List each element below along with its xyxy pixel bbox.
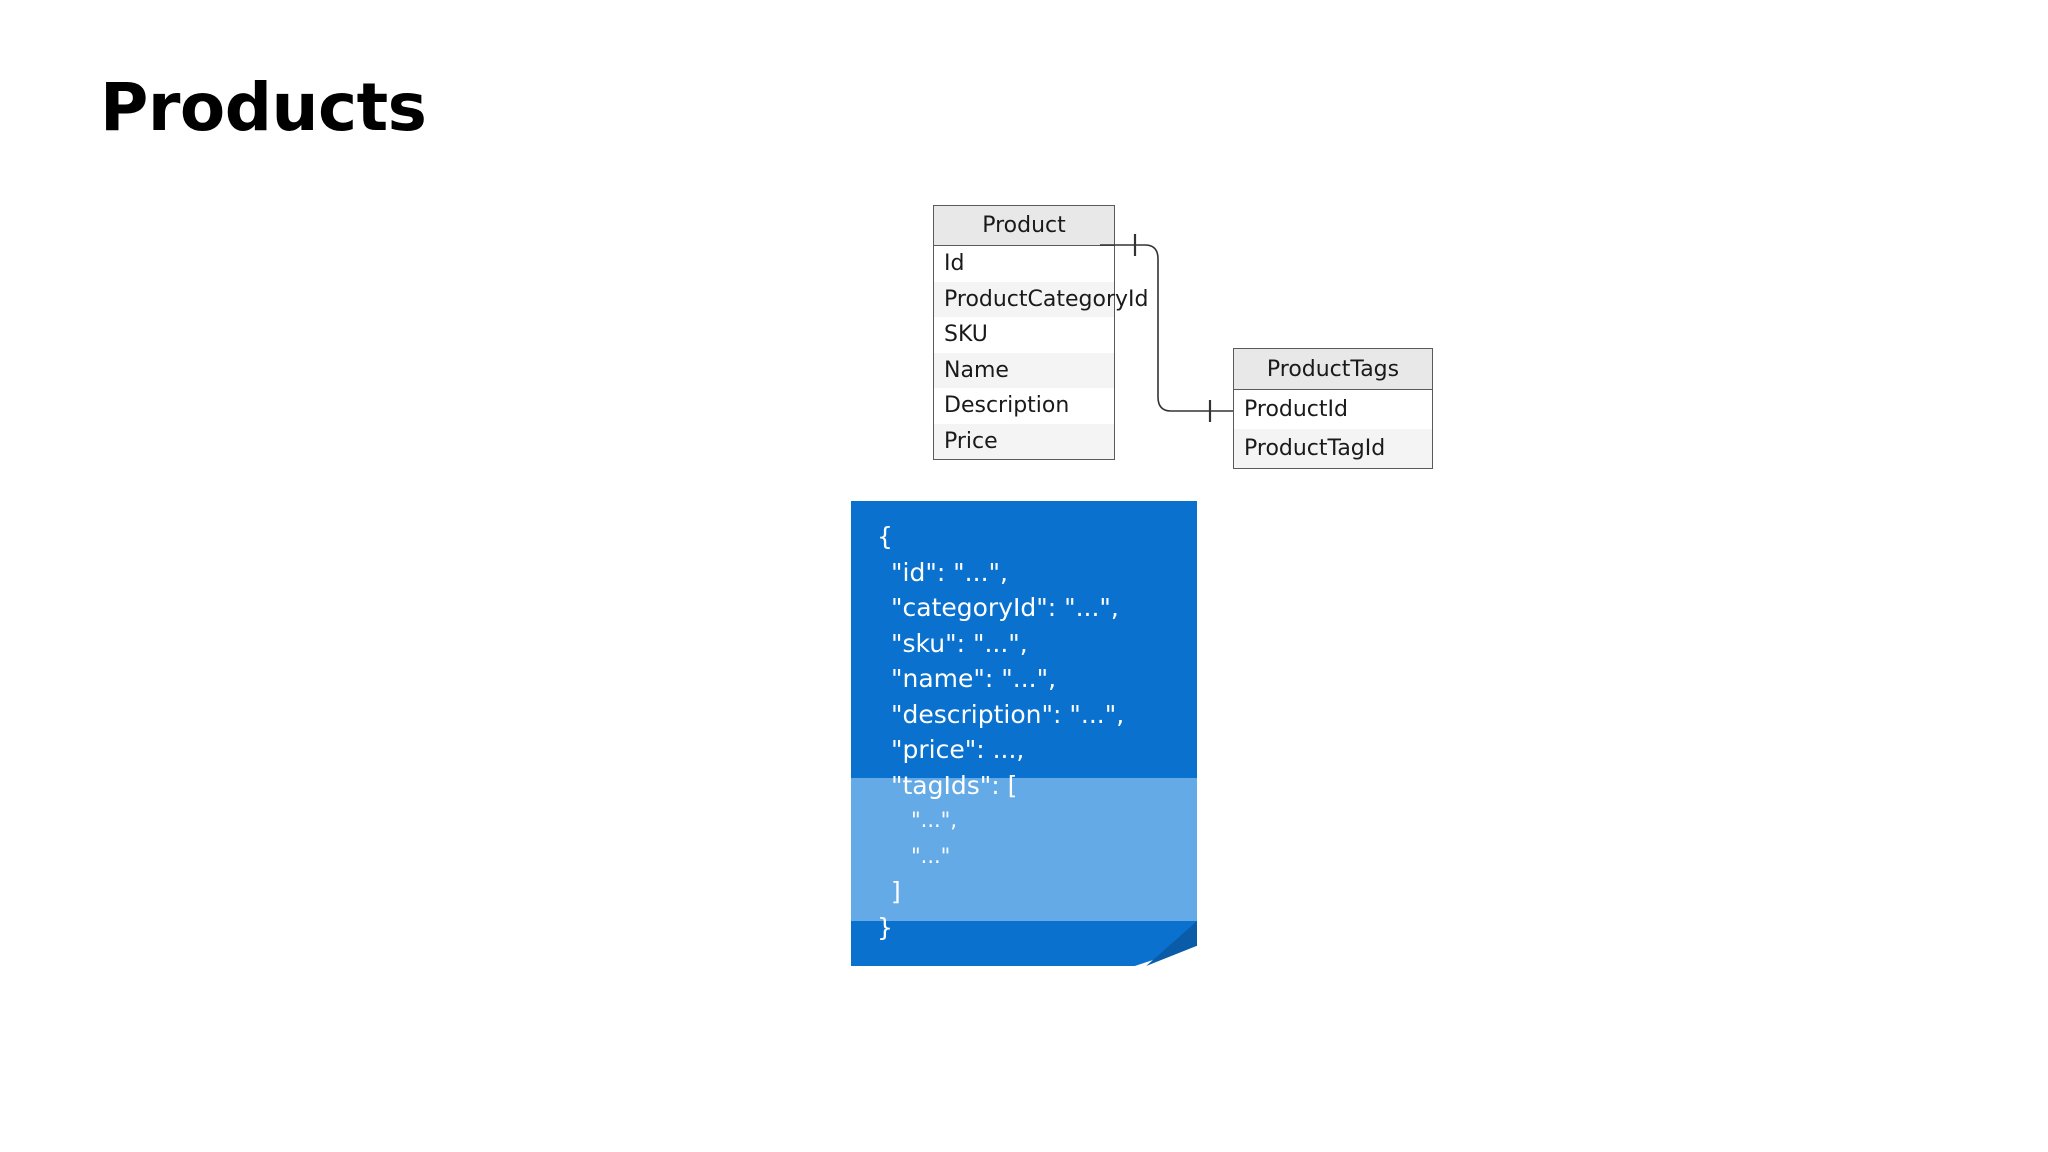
json-code-line: "description": "...", (891, 699, 1125, 729)
page-title: Products (100, 69, 427, 146)
json-code-line: "price": ..., (891, 735, 1025, 764)
entity-column-row: Name (934, 352, 1114, 388)
json-card-highlight-band (851, 778, 1197, 921)
json-card-background-bottom (851, 921, 1197, 966)
entity-column-row: ProductId (1234, 390, 1432, 429)
entity-column-row: ProductTagId (1234, 429, 1432, 468)
json-code-line: "sku": "...", (891, 628, 1028, 658)
entity-column-row: ProductCategoryId (934, 281, 1148, 317)
json-code-line: "tagIds": [ (891, 770, 1018, 800)
entity-table-product-header: Product (934, 206, 1114, 246)
json-code-line: { (877, 522, 893, 551)
entity-column-row: Description (934, 388, 1114, 424)
entity-table-producttags[interactable]: ProductTags ProductId ProductTagId (1233, 348, 1433, 469)
json-code-line: "name": "...", (891, 664, 1057, 693)
entity-column-row: Price (934, 423, 1114, 459)
json-document-card[interactable]: { "id": "...", "categoryId": "...", "sku": … (851, 501, 1197, 966)
entity-table-product[interactable]: Product Id ProductCategoryId SKU Name De… (933, 205, 1148, 460)
json-code-line: } (877, 912, 893, 942)
json-code-line: "..." (911, 843, 951, 868)
entity-column-row: Id (934, 246, 1114, 282)
entity-column-row: SKU (934, 317, 1114, 353)
json-code-line: ] (891, 877, 901, 906)
entity-table-producttags-header: ProductTags (1234, 349, 1432, 390)
json-card-background-top (851, 501, 1197, 778)
json-code-line: "...", (911, 808, 958, 832)
json-code-block: { "id": "...", "categoryId": "...", "sku": … (851, 501, 1197, 966)
json-code-line: "categoryId": "...", (891, 593, 1119, 622)
json-code-line: "id": "...", (891, 557, 1008, 587)
